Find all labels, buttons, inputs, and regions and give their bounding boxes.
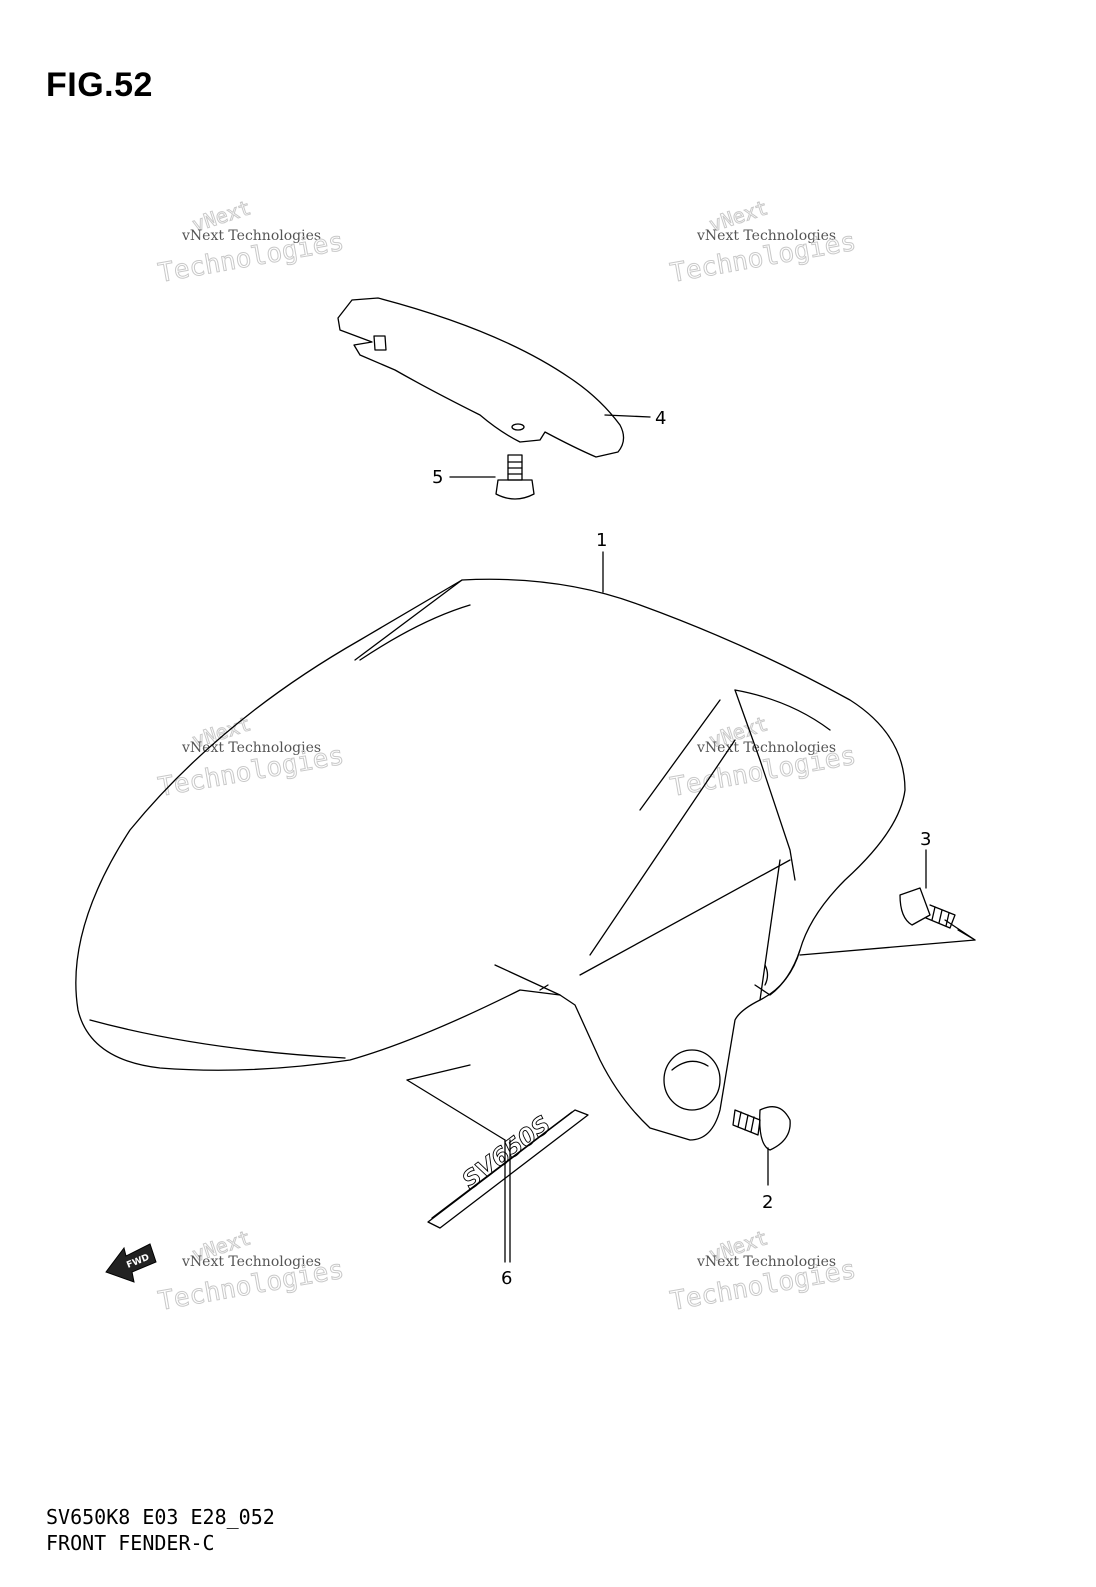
svg-text:vNext Technologies: vNext Technologies bbox=[696, 228, 836, 244]
watermark-bottom-right: vNext vNext Technologies Technologies bbox=[668, 1225, 859, 1318]
watermark-top-left: vNext vNext Technologies Technologies bbox=[156, 195, 347, 290]
watermark-mid-left: vNext vNext Technologies Technologies bbox=[156, 711, 347, 804]
part-5-bolt bbox=[495, 454, 535, 500]
watermark-top-right: vNext vNext Technologies Technologies bbox=[668, 195, 859, 290]
part-2-bolt bbox=[732, 1106, 791, 1151]
callout-2: 2 bbox=[762, 1192, 773, 1213]
callout-3: 3 bbox=[920, 829, 931, 850]
figure-name: FRONT FENDER-C bbox=[46, 1531, 215, 1555]
watermark-bottom-left: vNext vNext Technologies Technologies bbox=[156, 1225, 347, 1318]
callout-6: 6 bbox=[501, 1268, 512, 1289]
svg-text:vNext Technologies: vNext Technologies bbox=[181, 740, 321, 756]
callout-5: 5 bbox=[432, 467, 443, 488]
svg-text:vNext Technologies: vNext Technologies bbox=[696, 740, 836, 756]
part-1-front-fender bbox=[75, 578, 906, 1141]
callout-1: 1 bbox=[596, 530, 607, 551]
svg-text:vNext Technologies: vNext Technologies bbox=[181, 228, 321, 244]
svg-text:SV650S: SV650S bbox=[457, 1110, 556, 1194]
part-6-emblem: SV650S bbox=[427, 1109, 589, 1229]
part-4-bracket bbox=[337, 297, 625, 458]
figure-title: FIG.52 bbox=[46, 66, 153, 104]
watermark-mid-right: vNext vNext Technologies Technologies bbox=[668, 711, 859, 804]
figure-code: SV650K8 E03 E28_052 bbox=[46, 1505, 275, 1529]
part-3-bolt bbox=[899, 887, 956, 929]
svg-text:vNext Technologies: vNext Technologies bbox=[181, 1254, 321, 1270]
svg-text:vNext Technologies: vNext Technologies bbox=[696, 1254, 836, 1270]
callout-4: 4 bbox=[655, 408, 666, 429]
leader-lines bbox=[406, 414, 976, 1263]
forward-arrow-icon: FWD bbox=[105, 1243, 157, 1283]
